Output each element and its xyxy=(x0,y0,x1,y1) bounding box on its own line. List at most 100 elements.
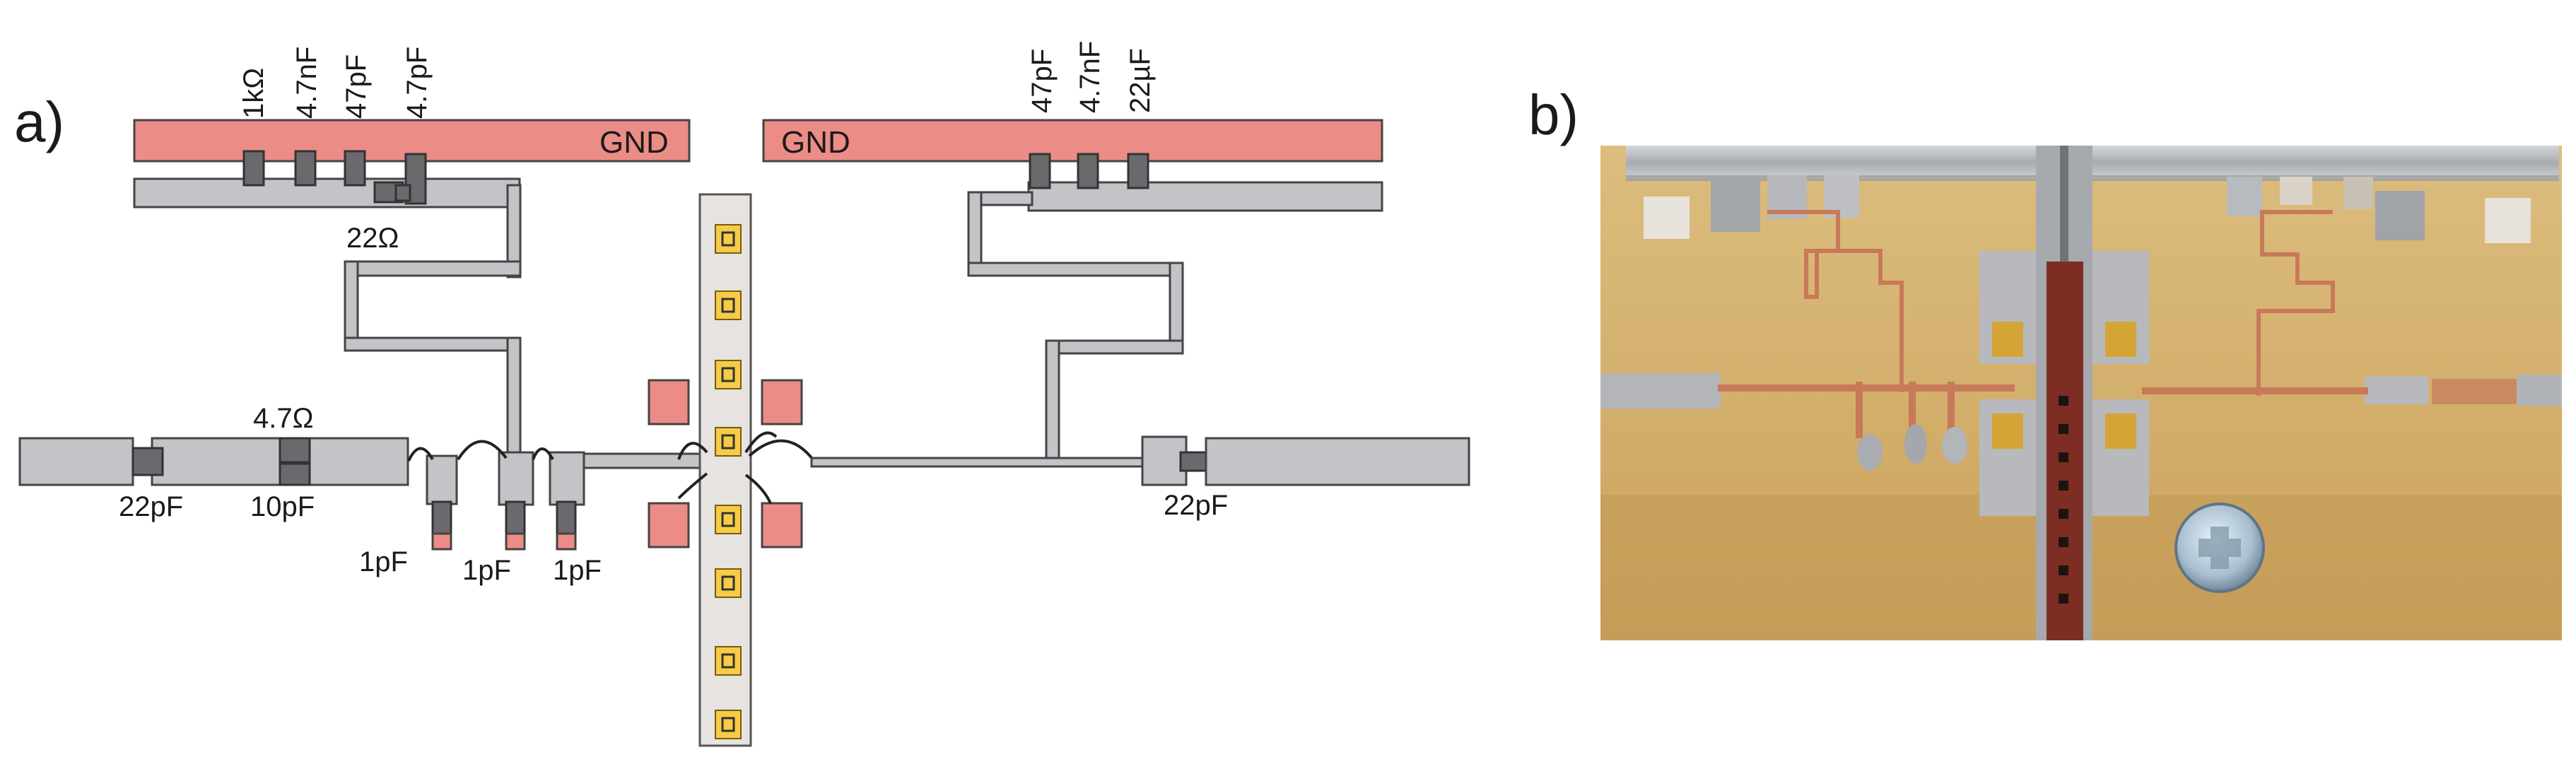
photo-chip-carrier xyxy=(2047,262,2083,640)
photo-stub-3 xyxy=(1948,382,1955,431)
label-10pf: 10pF xyxy=(250,491,315,522)
component-10pf xyxy=(279,462,311,486)
bond-wire-2 xyxy=(457,440,508,461)
label-47pf-left: 47pF xyxy=(341,54,372,119)
chip-pad-inner xyxy=(721,434,735,450)
line-to-chip-right xyxy=(810,457,1145,468)
photo-screw-slot xyxy=(2199,527,2241,569)
panel-a-label: a) xyxy=(14,90,64,153)
bond-wire-3 xyxy=(532,447,554,460)
photo-mid-trace-right xyxy=(2142,387,2368,394)
chip-pads xyxy=(715,224,742,739)
photo-meander-right xyxy=(2256,210,2335,396)
component-22pf-left xyxy=(131,447,164,476)
label-22-ohm: 22Ω xyxy=(346,223,399,254)
label-22pf-left: 22pF xyxy=(119,491,183,522)
photo-gnd-block-br-gold xyxy=(2105,413,2136,449)
chip-gold-pad xyxy=(715,505,742,534)
chip-wire-right-down xyxy=(744,474,772,504)
label-1pf-b: 1pF xyxy=(462,555,511,586)
label-47pf-right: 47pF xyxy=(1026,49,1058,113)
chip-wire-left-up xyxy=(677,442,708,460)
chip-gnd-pad-top-left xyxy=(648,379,690,425)
photo-mid-copper-right xyxy=(2432,379,2517,404)
chip-gnd-pad-bottom-left xyxy=(648,502,690,548)
component-4-7nf-cap-left xyxy=(294,150,317,187)
chip-gold-pad xyxy=(715,710,742,739)
component-4-7nf-cap-right xyxy=(1077,153,1099,189)
label-1k: 1kΩ xyxy=(238,68,269,119)
photo-solder-stub-2 xyxy=(1904,424,1927,464)
photo-chip-dot xyxy=(2059,452,2068,462)
photo-solder-stub-1 xyxy=(1857,434,1883,471)
output-line xyxy=(1205,437,1470,486)
trace-top-left xyxy=(133,177,521,209)
chip-gold-pad xyxy=(715,360,742,389)
chip-wire-left-down xyxy=(677,472,708,500)
photo-chip-dot xyxy=(2059,481,2068,491)
component-22uf-cap xyxy=(1127,153,1149,189)
photo-gnd-block-tr-gold xyxy=(2105,322,2136,357)
photo-pad-right-1 xyxy=(2485,198,2531,243)
gnd-strip-right xyxy=(762,119,1383,163)
photo-chip-dot xyxy=(2059,594,2068,604)
photo-solder-right-2 xyxy=(2375,191,2425,240)
chip-gnd-pad-top-right xyxy=(761,379,803,425)
label-1pf-c: 1pF xyxy=(553,555,602,586)
photo-chip-dot xyxy=(2059,565,2068,575)
gnd-label-right: GND xyxy=(781,125,850,160)
photo-chip-dots xyxy=(2059,396,2068,604)
bias-line-left xyxy=(344,184,522,456)
photo-solder-left-1 xyxy=(1711,177,1760,232)
stub-pad-1 xyxy=(426,454,458,505)
photo-solder-right-1 xyxy=(2227,177,2262,216)
photo-stub-2 xyxy=(1909,382,1916,431)
photo-chip-dot xyxy=(2059,537,2068,547)
label-4-7nf-right: 4.7nF xyxy=(1075,41,1106,113)
label-4-7pf: 4.7pF xyxy=(402,47,433,119)
photo-comp-right-2 xyxy=(2343,177,2373,209)
chip-pad-inner xyxy=(721,717,735,732)
stub-gnd-1 xyxy=(431,532,452,551)
photo-gnd-block-bl-gold xyxy=(1992,413,2023,449)
gnd-label-left: GND xyxy=(599,125,669,160)
photo-chip-dot xyxy=(2059,396,2068,406)
chip-gold-pad xyxy=(715,224,742,254)
component-1k-tail xyxy=(394,184,411,202)
photo-mid-metal-right-edge xyxy=(2517,375,2562,406)
photo-solder-stub-3 xyxy=(1942,427,1967,464)
chip-wire-right-up xyxy=(744,431,778,454)
photo-mid-trace-left xyxy=(1718,384,2015,392)
photo-comp-right-1 xyxy=(2280,177,2312,205)
component-1k-resistor xyxy=(242,150,265,187)
photo-stub-1 xyxy=(1856,382,1863,438)
photo-meander-left xyxy=(1767,210,1904,392)
chip-gold-pad xyxy=(715,290,742,320)
stub-cap-1 xyxy=(431,500,452,539)
stub-cap-2 xyxy=(505,500,526,539)
chip-gold-pad xyxy=(715,427,742,457)
photo-mid-metal-right xyxy=(2365,376,2428,404)
photo-pad-left-1 xyxy=(1644,196,1690,239)
label-4-7-ohm: 4.7Ω xyxy=(253,403,314,434)
component-47pf-cap-right xyxy=(1029,153,1051,189)
chip-gold-pad xyxy=(715,646,742,676)
stub-pad-2 xyxy=(498,451,534,506)
label-22pf-right: 22pF xyxy=(1164,490,1228,521)
component-4-7pf-cap xyxy=(404,153,427,205)
chip-pad-inner xyxy=(721,298,735,313)
chip-pad-inner xyxy=(721,231,735,247)
chip-pad-inner xyxy=(721,367,735,382)
chip-gnd-pad-bottom-right xyxy=(761,502,803,548)
stub-gnd-2 xyxy=(505,532,526,551)
bias-line-right xyxy=(967,191,1184,466)
chip-pad-inner xyxy=(721,512,735,527)
photo-mid-metal-left xyxy=(1600,373,1721,409)
photo-chip-dot xyxy=(2059,424,2068,434)
component-47pf-cap-left xyxy=(344,150,366,187)
chip-gold-pad xyxy=(715,568,742,598)
output-pad xyxy=(1141,435,1188,486)
label-1pf-a: 1pF xyxy=(359,546,408,577)
line-to-chip-left xyxy=(582,452,711,469)
